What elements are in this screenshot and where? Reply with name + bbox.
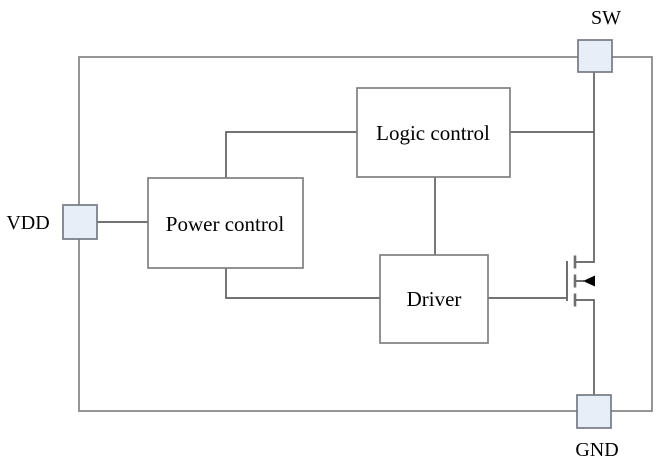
wire-source-to-gnd: [576, 299, 595, 395]
gnd-pad-group: GND: [575, 394, 619, 461]
power-control-label: Power control: [166, 212, 285, 236]
vdd-pad-group: VDD: [6, 204, 98, 240]
wire-power-control-to-logic-control: [225, 131, 357, 178]
logic-control-label: Logic control: [376, 121, 490, 145]
gnd-pad: [576, 394, 612, 429]
vdd-pad-label: VDD: [6, 212, 49, 234]
logic-control-box: [356, 87, 511, 178]
sw-pad-group: SW: [577, 7, 621, 73]
wire-sw-to-drain: [576, 72, 595, 263]
nmos-mosfet-icon: [566, 72, 595, 395]
wire-power-control-to-driver: [225, 268, 380, 299]
driver-block: Driver: [379, 254, 489, 344]
driver-box: [379, 254, 489, 344]
driver-label: Driver: [407, 287, 462, 311]
sw-pad: [577, 39, 613, 73]
vdd-pad: [62, 204, 98, 240]
mosfet-body-arrow-icon: [583, 275, 595, 287]
power-control-block: Power control: [147, 177, 304, 269]
power-control-box: [147, 177, 304, 269]
gnd-pad-label: GND: [575, 439, 618, 461]
logic-control-block: Logic control: [356, 87, 511, 178]
sw-pad-label: SW: [591, 7, 621, 29]
